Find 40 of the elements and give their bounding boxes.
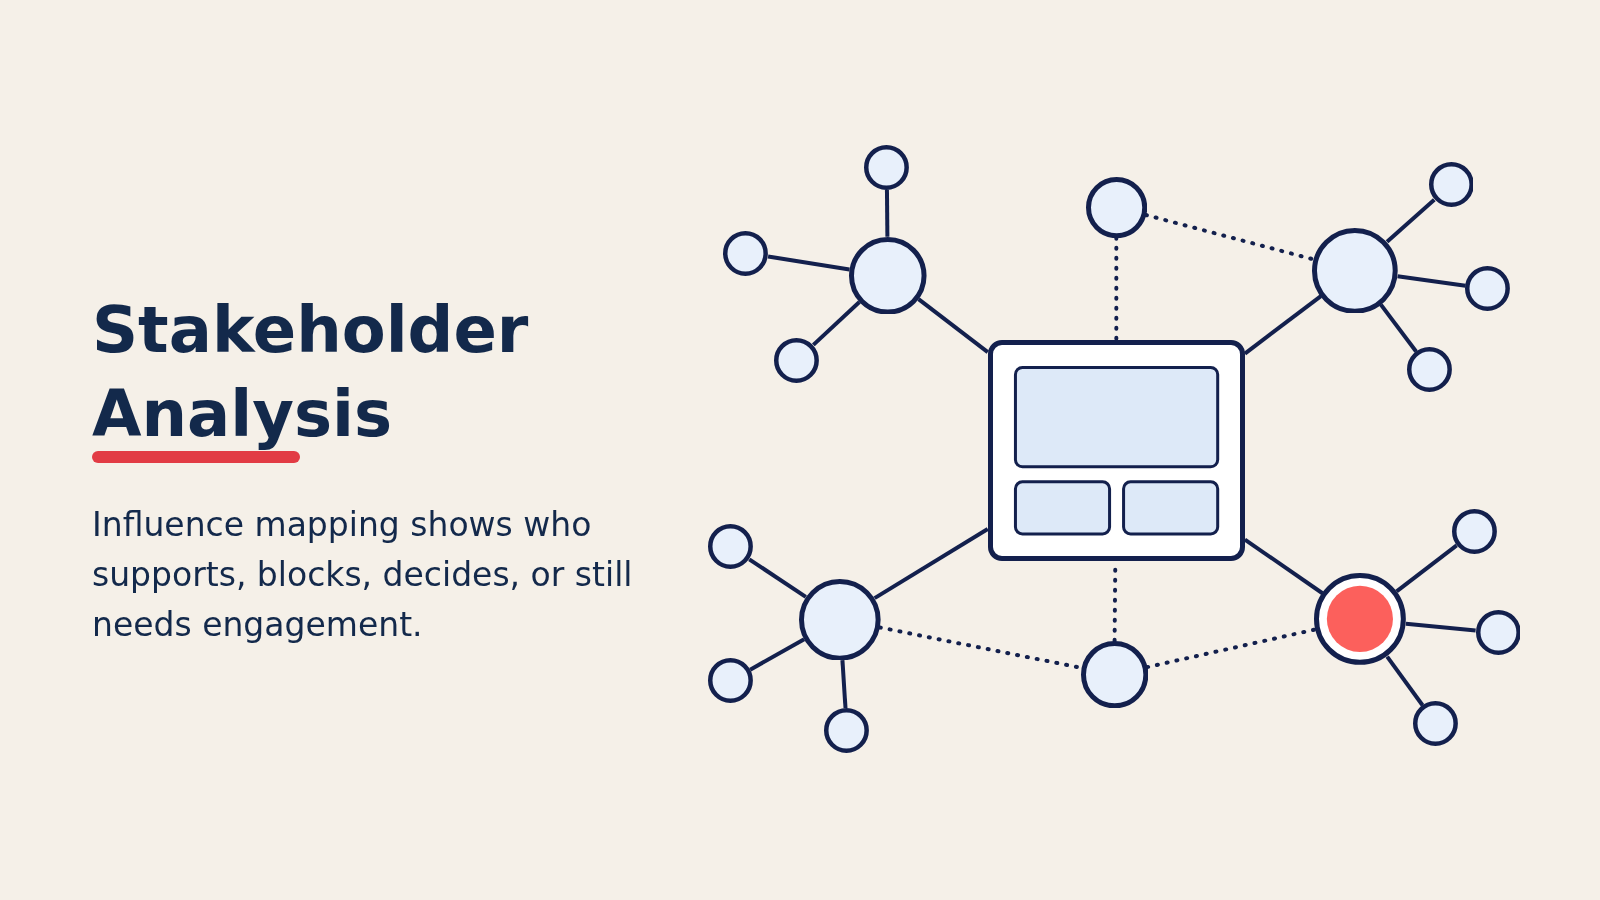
- connector-line: [1405, 621, 1476, 633]
- stakeholder-circle: [723, 230, 769, 276]
- connector-line: [873, 527, 989, 600]
- stakeholder-circle: [1085, 176, 1147, 238]
- stakeholder-circle: [1407, 346, 1453, 392]
- connector-line: [748, 557, 807, 599]
- stakeholder-circle: [848, 236, 927, 315]
- stakeholder-circle: [708, 524, 754, 570]
- title: Stakeholder Analysis: [92, 292, 530, 453]
- screen-box: [987, 339, 1245, 562]
- stakeholder-circle: [864, 144, 910, 190]
- connector-line: [917, 297, 989, 354]
- connector-line: [840, 660, 848, 709]
- stakeholder-circle: [1312, 227, 1398, 314]
- stakeholder-circle: [1465, 266, 1511, 312]
- connector-line: [1385, 655, 1425, 707]
- stakeholder-circle: [1452, 509, 1497, 555]
- stakeholder-circle: [708, 658, 754, 704]
- connector-line: [812, 300, 861, 347]
- stakeholder-circle: [1413, 701, 1459, 746]
- stakeholder-circle: [1428, 162, 1474, 208]
- connector-line: [1243, 294, 1323, 356]
- connector-line: [884, 189, 890, 237]
- dotted-connector: [1145, 627, 1318, 670]
- connector-line: [1395, 543, 1458, 593]
- description-text: Influence mapping shows who supports, blocks, decides, or still needs engagement.: [92, 504, 634, 646]
- connector-line: [1385, 198, 1436, 244]
- stakeholder-circle: [1475, 610, 1521, 656]
- connector-line: [1379, 303, 1418, 353]
- stakeholder-circle: [1080, 640, 1148, 709]
- connector-line: [749, 637, 806, 672]
- connector-line: [1397, 274, 1466, 288]
- dotted-connector: [1114, 235, 1119, 342]
- connector-line: [767, 254, 850, 272]
- stakeholder-circle: [824, 708, 870, 754]
- connector-line: [1243, 537, 1324, 595]
- highlighted-stakeholder-circle: [1314, 573, 1407, 666]
- dotted-connector: [1143, 213, 1316, 262]
- stakeholder-circle: [798, 578, 881, 661]
- stakeholder-circle: [774, 337, 820, 383]
